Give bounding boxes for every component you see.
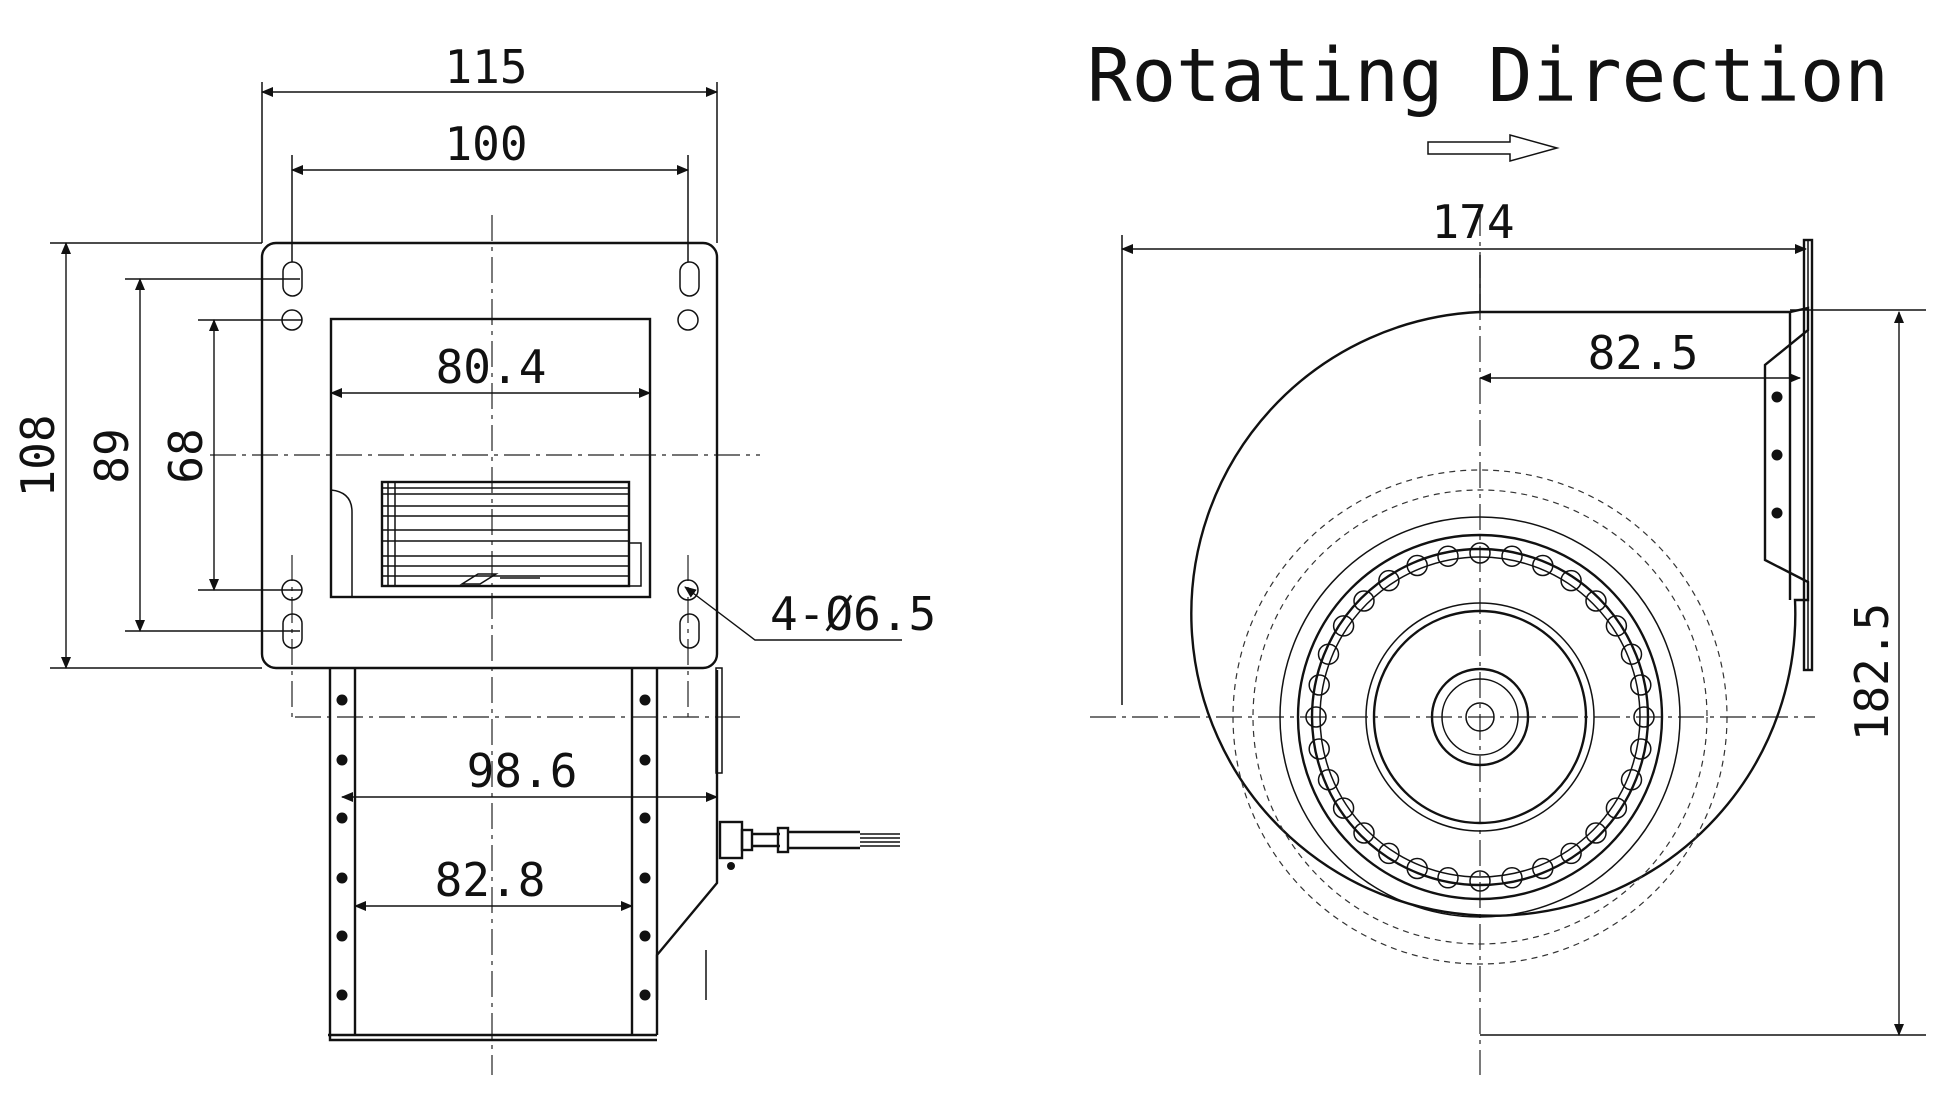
impeller-blade-hole xyxy=(1353,590,1375,612)
impeller-blade-hole xyxy=(1620,643,1643,665)
impeller-blade-hole xyxy=(1585,590,1607,612)
dim-182-5: 182.5 xyxy=(1845,603,1899,741)
impeller-blade-hole xyxy=(1437,867,1459,889)
impeller-blade-hole xyxy=(1630,674,1652,696)
housing-body xyxy=(328,667,723,1042)
dim-holes: 4-Ø6.5 xyxy=(770,587,936,641)
rotation-arrow-icon xyxy=(1427,134,1560,162)
impeller-blade-hole xyxy=(1406,857,1428,880)
impeller-blade-hole xyxy=(1501,545,1523,567)
volute-housing xyxy=(1190,306,1810,917)
dim-115: 115 xyxy=(444,40,527,94)
side-view: Rotating Direction xyxy=(1087,33,1926,1075)
impeller-blade-hole xyxy=(1332,797,1355,819)
dim-174: 174 xyxy=(1431,195,1514,249)
impeller-blade-hole xyxy=(1378,842,1400,865)
dim-108: 108 xyxy=(11,414,65,497)
impeller-blade-hole xyxy=(1532,554,1554,577)
impeller-blade-hole xyxy=(1560,569,1582,592)
impeller-blade-hole xyxy=(1469,870,1491,892)
cable-gland xyxy=(718,820,900,870)
inlet-opening xyxy=(329,317,652,599)
impeller-blade-hole xyxy=(1620,769,1643,791)
dim-100: 100 xyxy=(444,117,527,171)
impeller-blade-hole xyxy=(1353,822,1375,844)
mounting-flange xyxy=(260,241,719,670)
impeller-blade-hole xyxy=(1585,822,1607,844)
dim-98-6: 98.6 xyxy=(467,744,578,798)
rotating-direction-title: Rotating Direction xyxy=(1087,33,1889,119)
impeller-blade-hole xyxy=(1532,857,1554,880)
dim-82-8: 82.8 xyxy=(435,853,546,907)
impeller-blade-hole xyxy=(1308,674,1330,696)
impeller-blade-hole xyxy=(1332,615,1355,637)
impeller-blade-hole xyxy=(1630,738,1652,760)
impeller-blade-hole xyxy=(1308,738,1330,760)
impeller-blade-hole xyxy=(1501,867,1523,889)
impeller-blades xyxy=(380,480,642,588)
rivet-dots xyxy=(336,694,651,1001)
impeller-blade-hole xyxy=(1378,569,1400,592)
impeller-blade-hole xyxy=(1406,554,1428,577)
impeller-blade-hole xyxy=(1469,542,1491,564)
impeller-blade-hole xyxy=(1317,769,1340,791)
impeller-blade-hole xyxy=(1437,545,1459,567)
dim-68: 68 xyxy=(159,428,213,483)
dim-82-5: 82.5 xyxy=(1588,326,1699,380)
impeller-blade-hole xyxy=(1560,842,1582,865)
impeller-blade-hole xyxy=(1305,706,1327,728)
impeller-blade-hole xyxy=(1633,706,1655,728)
impeller-blade-hole xyxy=(1605,615,1628,637)
dim-89: 89 xyxy=(85,428,139,483)
impeller-blade-hole xyxy=(1605,797,1628,819)
dim-80-4: 80.4 xyxy=(436,340,547,394)
impeller-blade-hole xyxy=(1317,643,1340,665)
front-view: 115 100 80.4 108 89 68 4-Ø6.5 98.6 82.8 xyxy=(11,40,936,1075)
side-impeller xyxy=(1279,516,1681,918)
